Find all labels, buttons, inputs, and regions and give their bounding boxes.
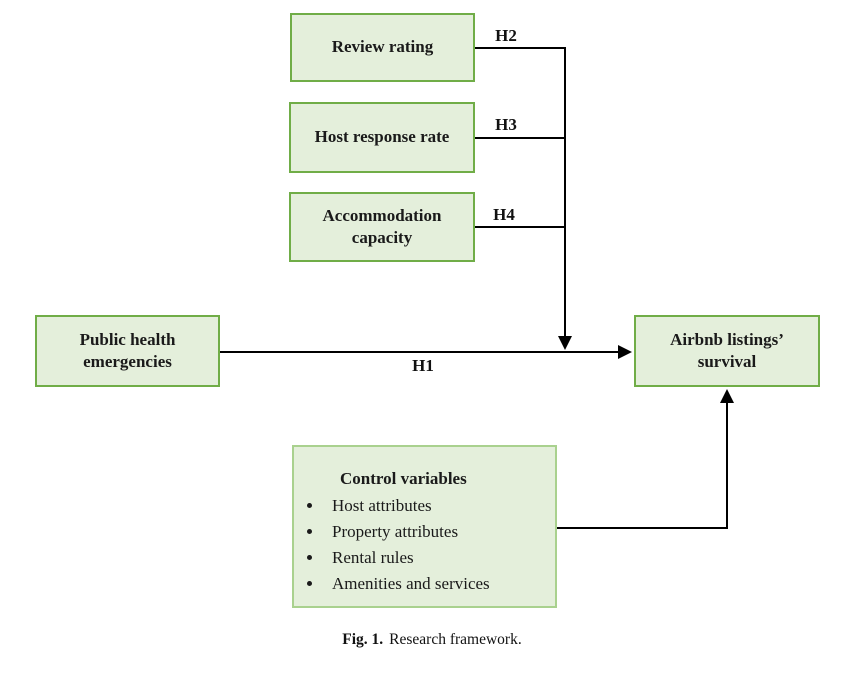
accommodation-capacity-label: Accommodation capacity [322,205,442,247]
control-variable-item: Property attributes [324,519,555,545]
hypothesis-label-h1: H1 [412,356,434,375]
hypothesis-label-h3: H3 [495,115,517,134]
control-variables-title: Control variables [340,469,467,488]
figure-number: Fig. 1. [342,631,384,648]
figure-caption-text: Research framework. [389,631,522,648]
review-rating-box: Review rating [290,13,475,82]
host-response-rate-label: Host response rate [314,127,450,147]
control-variable-item: Rental rules [324,545,555,571]
control-variables-box: Control variables Host attributesPropert… [292,445,557,608]
public-health-emergencies-label: Public health emergencies [79,329,176,371]
airbnb-listings-survival-box: Airbnb listings’ survival [634,315,820,387]
control-variable-item: Amenities and services [324,571,555,597]
hypothesis-label-h4: H4 [493,205,515,224]
public-health-emergencies-box: Public health emergencies [35,315,220,387]
airbnb-listings-survival-label: Airbnb listings’ survival [670,329,784,371]
review-rating-label: Review rating [331,37,434,57]
accommodation-capacity-box: Accommodation capacity [289,192,475,262]
figure-caption: Fig. 1. Research framework. [0,631,864,649]
control-variables-arrow [557,389,734,529]
host-response-rate-box: Host response rate [289,102,475,173]
control-variable-item: Host attributes [324,493,555,519]
hypothesis-label-h2: H2 [495,26,517,45]
control-variables-list: Host attributesProperty attributesRental… [294,493,555,597]
